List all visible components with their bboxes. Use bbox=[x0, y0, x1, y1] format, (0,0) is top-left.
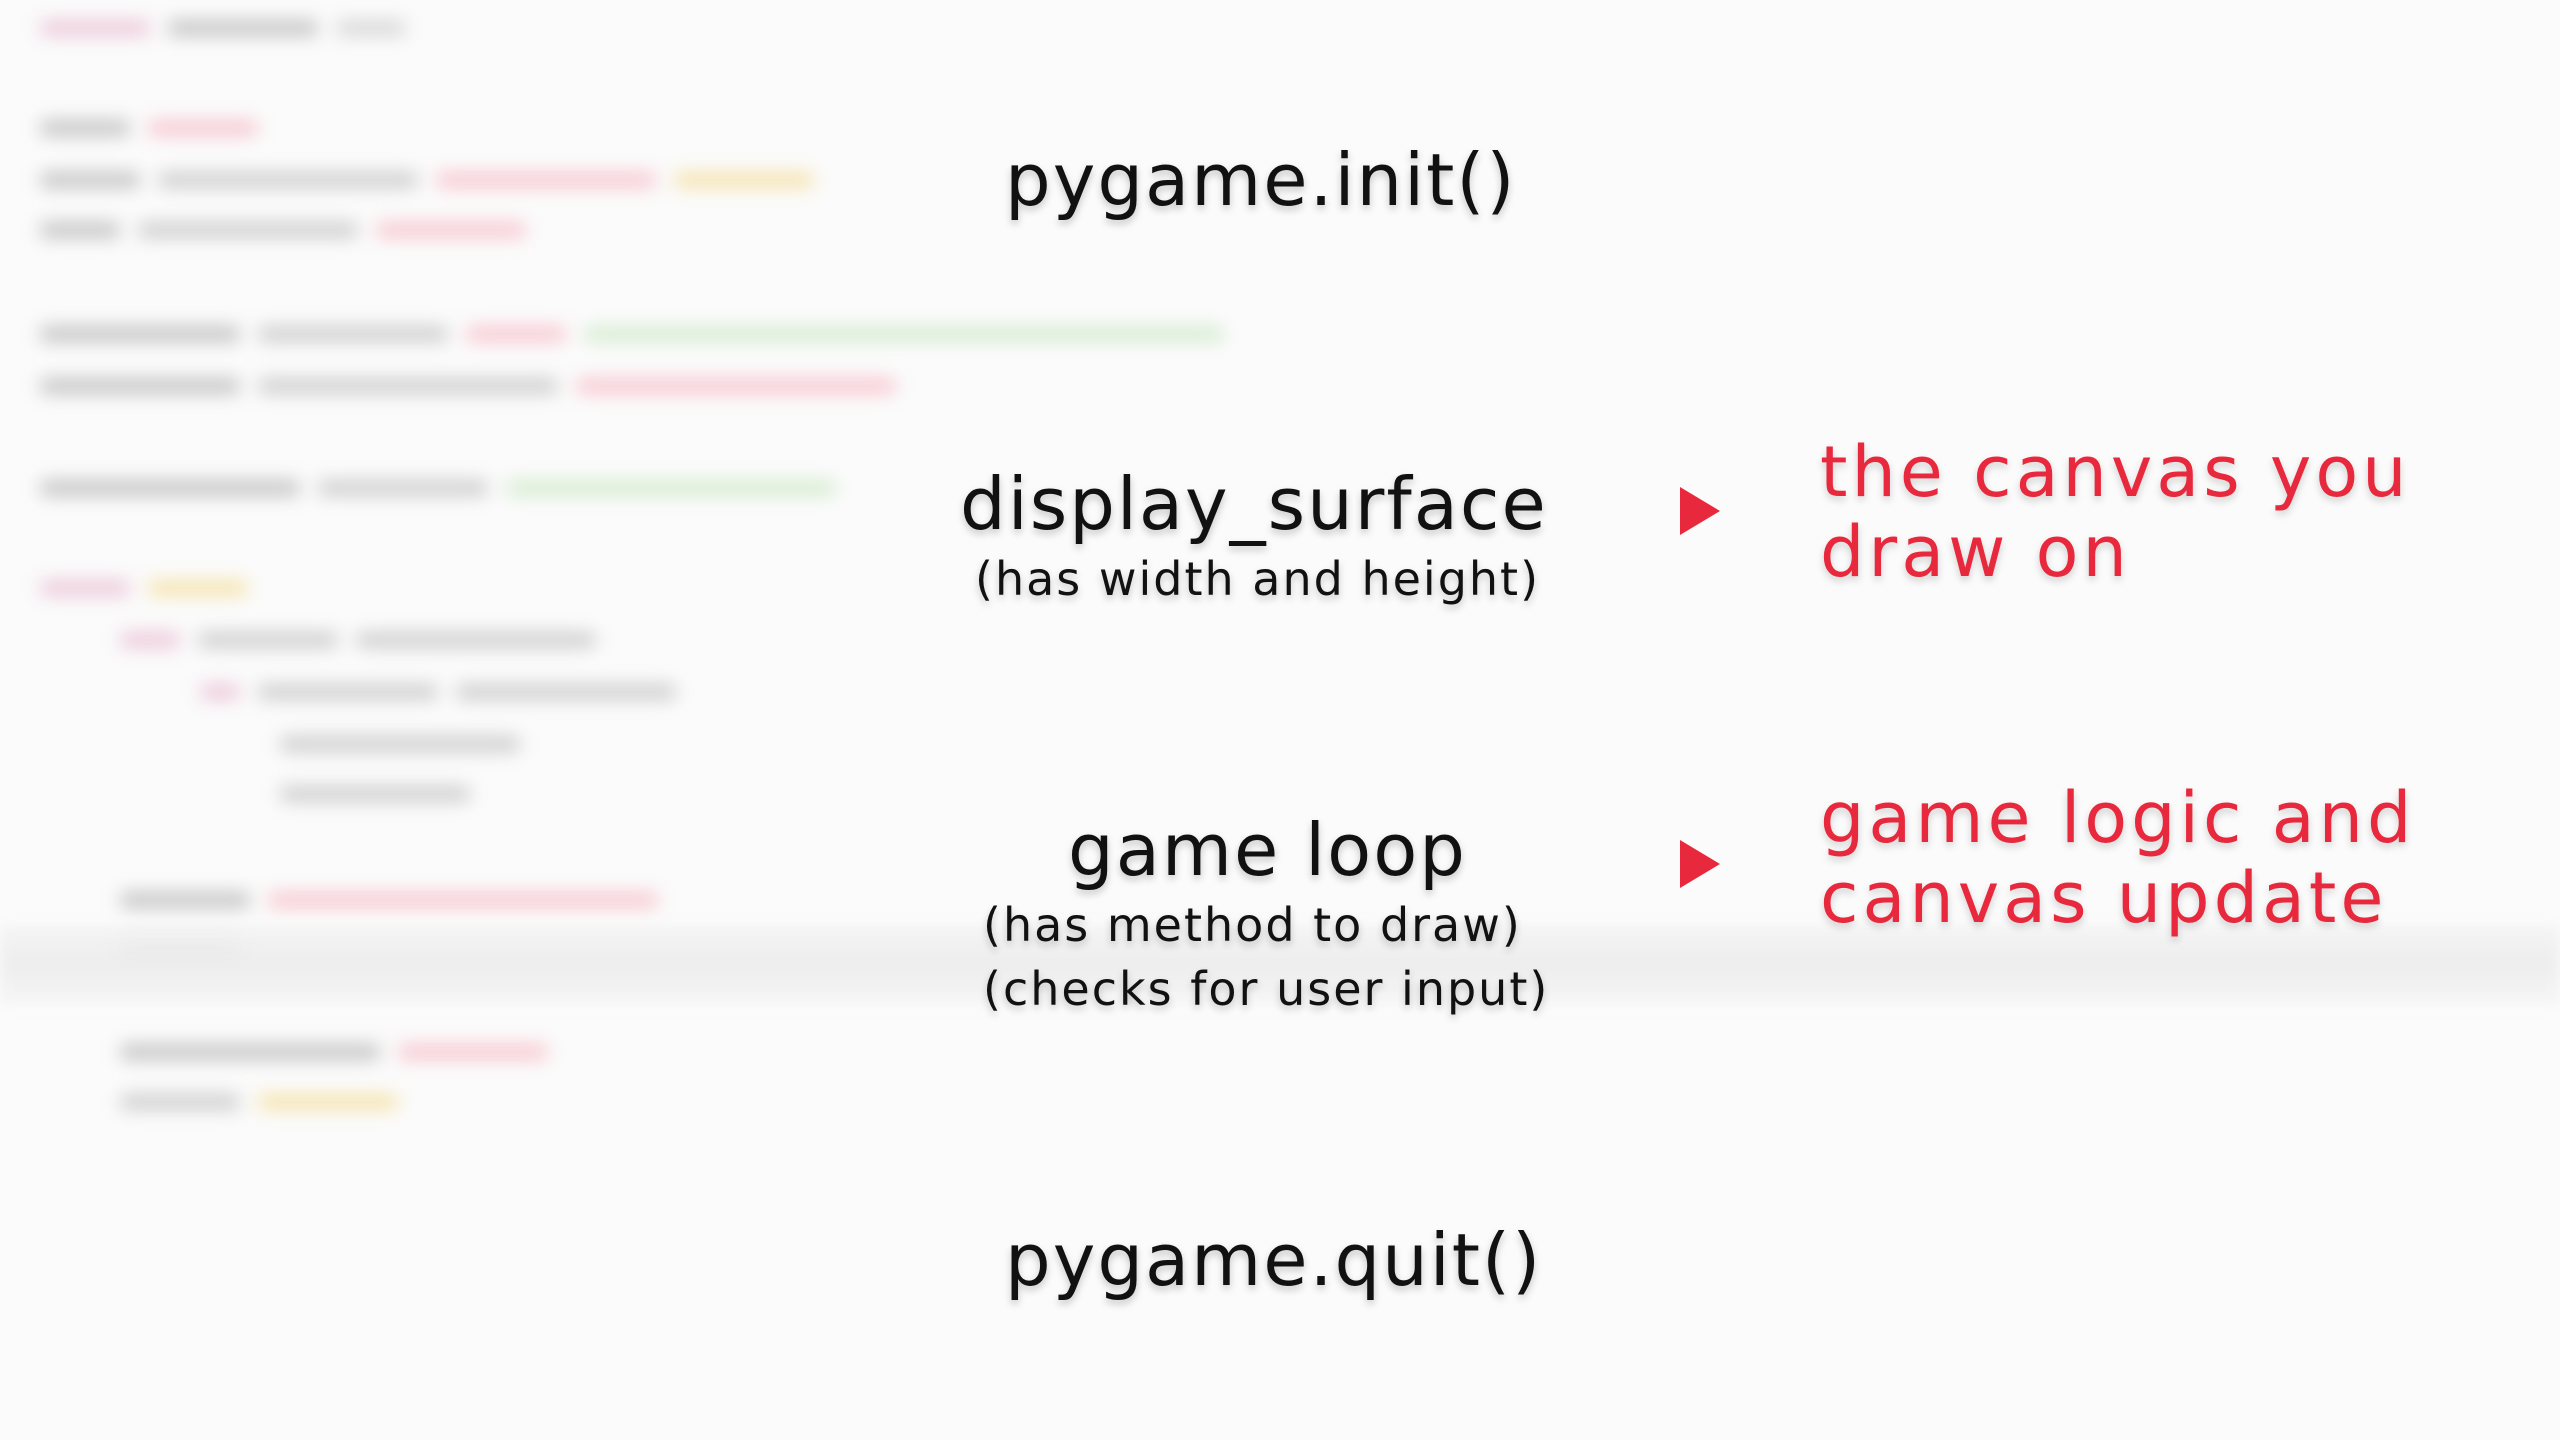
init-call-label: pygame.init() bbox=[1005, 138, 1517, 222]
display-surface-description-line-2: draw on bbox=[1820, 511, 2131, 593]
display-surface-description: the canvas you draw on bbox=[1820, 432, 2411, 592]
game-loop-description-line-2: canvas update bbox=[1820, 857, 2388, 939]
game-loop-note-draw: (has method to draw) bbox=[983, 898, 1522, 952]
triangle-right-icon bbox=[1680, 487, 1720, 535]
quit-call-label: pygame.quit() bbox=[1005, 1218, 1543, 1302]
game-loop-description-line-1: game logic and bbox=[1820, 777, 2416, 859]
editor-band bbox=[0, 925, 2560, 1005]
game-loop-title: game loop bbox=[1068, 808, 1467, 892]
display-surface-description-line-1: the canvas you bbox=[1820, 431, 2411, 513]
triangle-right-icon bbox=[1680, 840, 1720, 888]
game-loop-description: game logic and canvas update bbox=[1820, 778, 2415, 938]
display-surface-note: (has width and height) bbox=[975, 552, 1541, 606]
display-surface-title: display_surface bbox=[960, 462, 1548, 546]
game-loop-note-input: (checks for user input) bbox=[983, 962, 1550, 1016]
